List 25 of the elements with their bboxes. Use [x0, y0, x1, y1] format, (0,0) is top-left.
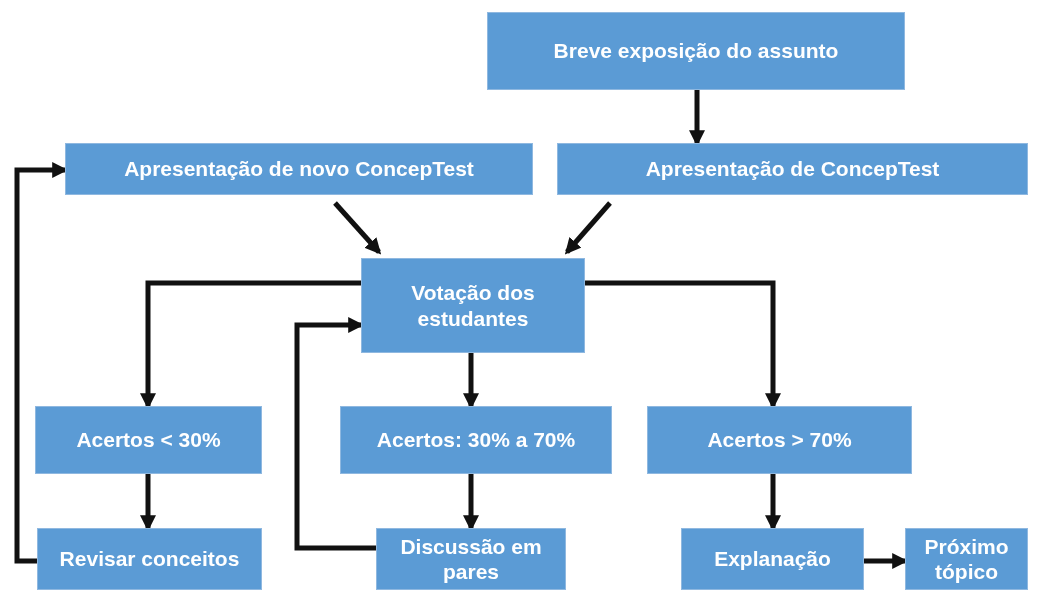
box-label: Próximo tópico [923, 533, 1010, 585]
box-label: Apresentação de novo ConcepTest [124, 156, 474, 182]
process-box [65, 143, 533, 195]
process-box [376, 528, 566, 590]
arrow [294, 317, 376, 551]
box-label: Explanação [714, 546, 831, 572]
process-box [37, 528, 262, 590]
box-label: Acertos > 70% [707, 427, 852, 453]
process-box [35, 406, 262, 474]
process-box [647, 406, 912, 474]
process-box [905, 528, 1028, 590]
box-label: Revisar conceitos [59, 546, 240, 572]
arrow [333, 201, 382, 255]
box-label: Breve exposição do assunto [553, 38, 839, 64]
process-box [340, 406, 612, 474]
box-label: Acertos < 30% [76, 427, 221, 453]
process-box [557, 143, 1028, 195]
process-box [361, 258, 585, 353]
process-box [681, 528, 864, 590]
box-label: Discussão em pares [399, 533, 543, 585]
box-label: Acertos: 30% a 70% [376, 427, 576, 453]
box-label: Votação dos estudantes [410, 280, 536, 331]
box-label: Apresentação de ConcepTest [645, 156, 940, 182]
arrow [564, 201, 612, 255]
process-box [487, 12, 905, 90]
